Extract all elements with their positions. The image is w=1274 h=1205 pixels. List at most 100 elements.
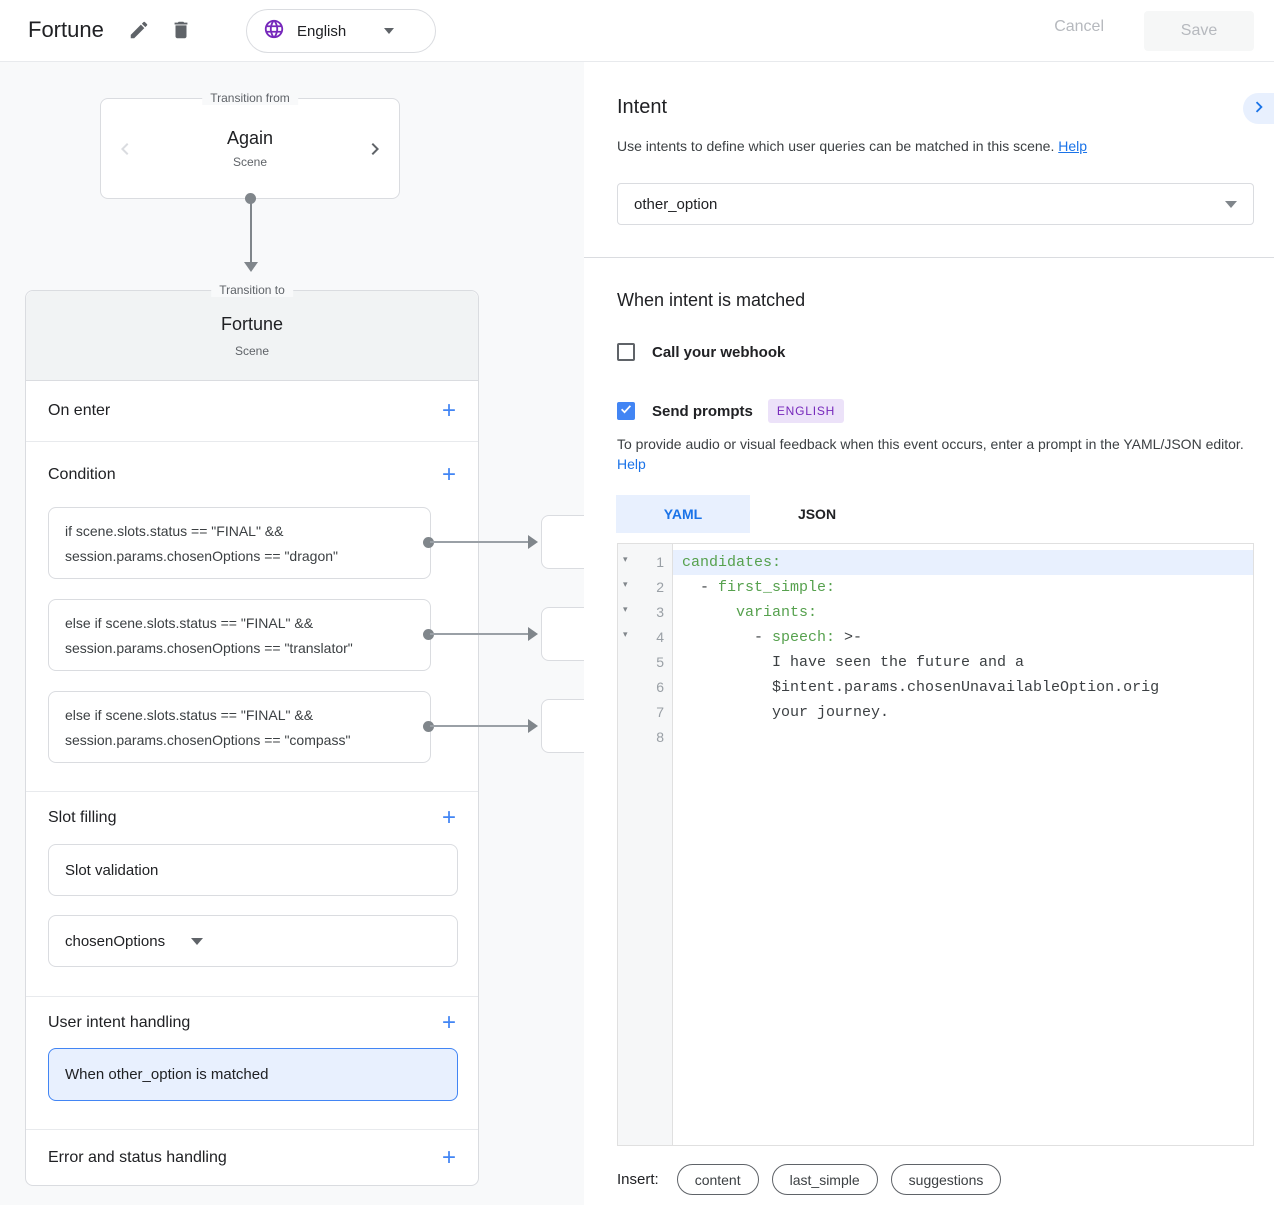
code-line[interactable]: your journey.	[673, 700, 1253, 725]
condition1-connector-dot	[423, 537, 434, 548]
fold-toggle-icon[interactable]: ▾	[623, 604, 628, 614]
user-intent-item-label: When other_option is matched	[65, 1066, 269, 1083]
add-error-handler-button[interactable]: +	[441, 1143, 456, 1171]
insert-label: Insert:	[617, 1171, 659, 1188]
tab-yaml[interactable]: YAML	[616, 495, 750, 533]
code-line[interactable]	[673, 725, 1253, 750]
slot-filling-label: Slot filling	[48, 809, 117, 826]
language-selector[interactable]: English	[246, 9, 436, 53]
gutter-row: ▾3	[618, 600, 672, 625]
code-line[interactable]: candidates:	[673, 550, 1253, 575]
tab-json[interactable]: JSON	[797, 506, 837, 522]
slot-validation-label: Slot validation	[65, 861, 159, 879]
language-badge: ENGLISH	[767, 399, 845, 423]
section-divider	[584, 257, 1274, 258]
code-line[interactable]: I have seen the future and a	[673, 650, 1253, 675]
yaml-text-token: your journey.	[682, 704, 890, 721]
intent-description-text: Use intents to define which user queries…	[617, 138, 1055, 154]
add-on-enter-button[interactable]: +	[441, 397, 456, 424]
add-slot-button[interactable]: +	[441, 804, 456, 831]
insert-suggestions-button[interactable]: suggestions	[890, 1164, 1002, 1195]
scene-card-header[interactable]: Fortune Scene	[26, 291, 478, 381]
condition3-target-scene-card[interactable]	[541, 699, 584, 753]
yaml-text-token: -	[682, 579, 719, 596]
pencil-icon	[128, 21, 150, 45]
condition2-arrowhead-icon	[528, 627, 538, 641]
yaml-text-token: >-	[835, 629, 863, 646]
transition-from-card: Transition from Again Scene	[100, 91, 400, 199]
condition1-arrowhead-icon	[528, 535, 538, 549]
chevron-right-icon[interactable]	[363, 137, 387, 161]
chevron-right-icon	[1248, 96, 1270, 121]
transition-connector-line	[250, 202, 252, 264]
condition-header: Condition +	[26, 442, 478, 507]
send-prompts-checkbox[interactable]	[617, 402, 635, 420]
intent-description: Use intents to define which user queries…	[617, 138, 1087, 154]
gutter-row: 7	[618, 700, 672, 725]
intent-editor-panel: Intent Use intents to define which user …	[584, 62, 1274, 1205]
condition1-target-scene-card[interactable]	[541, 515, 584, 569]
condition2-target-scene-card[interactable]	[541, 607, 584, 661]
prompt-help-link[interactable]: Help	[617, 456, 646, 472]
code-line[interactable]: variants:	[673, 600, 1253, 625]
add-condition-button[interactable]: +	[441, 460, 456, 488]
condition2-connector-line	[430, 633, 530, 635]
send-prompts-checkbox-row: Send prompts ENGLISH	[617, 399, 845, 423]
code-line[interactable]: - first_simple:	[673, 575, 1253, 600]
code-line[interactable]: - speech: >-	[673, 625, 1253, 650]
yaml-key-token: first_simple:	[718, 579, 836, 596]
condition2-connector-dot	[423, 629, 434, 640]
cancel-button[interactable]: Cancel	[1054, 18, 1104, 35]
collapse-panel-button[interactable]	[1243, 93, 1274, 124]
transition-connector-dot	[245, 193, 256, 204]
gutter-row: 5	[618, 650, 672, 675]
insert-content-button[interactable]: content	[676, 1164, 759, 1195]
line-number: 2	[656, 579, 664, 595]
save-button[interactable]: Save	[1144, 11, 1254, 51]
edit-scene-button[interactable]	[128, 19, 152, 43]
line-number: 6	[656, 679, 664, 695]
webhook-checkbox[interactable]	[617, 343, 635, 361]
editor-code-area[interactable]: candidates: - first_simple: variants: - …	[673, 544, 1253, 1145]
user-intent-section: User intent handling + When other_option…	[26, 997, 478, 1130]
send-prompts-label: Send prompts	[652, 402, 753, 420]
from-scene-name: Again	[226, 128, 274, 148]
condition-box[interactable]: else if scene.slots.status == "FINAL" &&…	[48, 599, 431, 671]
fold-toggle-icon[interactable]: ▾	[623, 554, 628, 564]
condition-box[interactable]: if scene.slots.status == "FINAL" &&sessi…	[48, 507, 431, 579]
intent-help-link[interactable]: Help	[1058, 138, 1088, 154]
on-enter-label: On enter	[48, 402, 111, 419]
condition1-connector-line	[430, 541, 530, 543]
yaml-key-token: candidates:	[682, 554, 782, 571]
trash-icon	[170, 21, 192, 45]
fold-toggle-icon[interactable]: ▾	[623, 579, 628, 589]
condition3-arrowhead-icon	[528, 719, 538, 733]
user-intent-item-selected[interactable]: When other_option is matched	[48, 1048, 458, 1101]
gutter-row: ▾4	[618, 625, 672, 650]
to-scene-type: Scene	[234, 344, 270, 358]
slot-chosenoptions-item[interactable]: chosenOptions	[48, 915, 458, 967]
line-number: 5	[656, 654, 664, 670]
line-number: 4	[656, 629, 664, 645]
code-line[interactable]: $intent.params.chosenUnavailableOption.o…	[673, 675, 1253, 700]
slot-validation-item[interactable]: Slot validation	[48, 844, 458, 896]
prompt-hint-body: To provide audio or visual feedback when…	[617, 436, 1244, 452]
intent-dropdown[interactable]: other_option	[617, 183, 1254, 225]
globe-icon	[263, 18, 285, 45]
add-user-intent-button[interactable]: +	[441, 1008, 456, 1036]
condition-box[interactable]: else if scene.slots.status == "FINAL" &&…	[48, 691, 431, 763]
fold-toggle-icon[interactable]: ▾	[623, 629, 628, 639]
user-intent-header: User intent handling +	[26, 997, 478, 1048]
condition3-connector-dot	[423, 721, 434, 732]
delete-scene-button[interactable]	[170, 19, 194, 43]
yaml-text-token: -	[682, 629, 773, 646]
insert-last_simple-button[interactable]: last_simple	[771, 1164, 878, 1195]
top-bar: Fortune English Cancel Save	[0, 0, 1274, 62]
insert-toolbar: Insert: content last_simple suggestions	[617, 1164, 1002, 1195]
chevron-left-icon[interactable]	[113, 137, 137, 161]
transition-to-card: Transition to Fortune Scene On enter + C…	[25, 283, 479, 1186]
condition-label: Condition	[48, 465, 116, 483]
